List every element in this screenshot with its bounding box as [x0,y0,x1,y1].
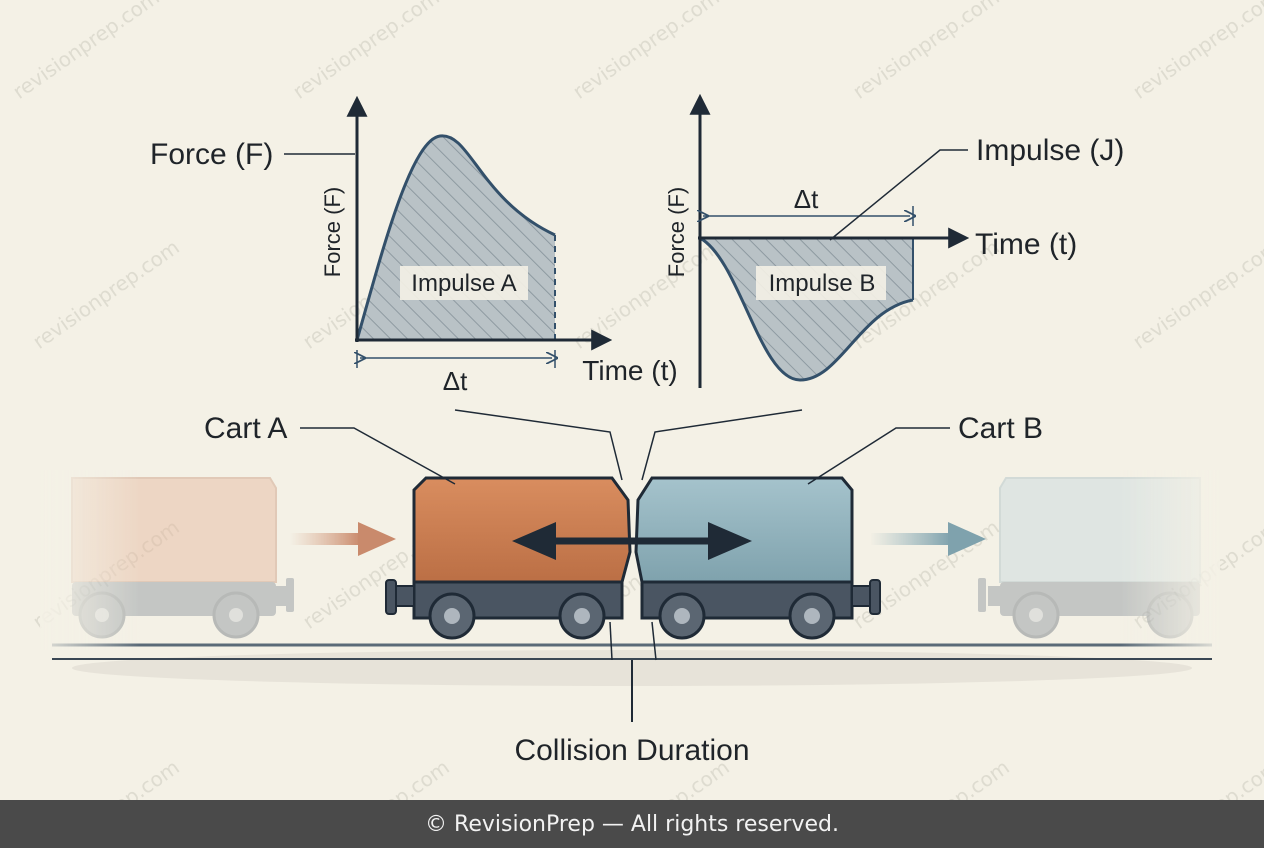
graph-a-impulse-label: Impulse A [411,270,516,297]
motion-arrow-right-a [290,522,396,556]
graph-b-x-axis-label: Time (t) [975,228,1077,261]
graph-a-collision-pointer [454,409,623,481]
cart-a-callout-line [300,427,456,485]
cart-a [385,476,632,640]
cart-a-label: Cart A [204,412,287,445]
graph-a-y-axis-label: Force (F) [320,187,345,277]
graph-b-impulse-callout-label: Impulse (J) [976,134,1124,167]
ghost-cart-b-fade [1120,470,1220,650]
graph-a: Δt Force (F) Time (t) Impulse A Force (F… [150,95,678,396]
graph-b: Δt Force (F) Time (t) Impulse B Impulse … [664,93,1124,388]
watermark-text: revisionprep.com [848,515,1003,634]
watermark-text: revisionprep.com [848,0,1003,104]
graph-b-impulse-area [700,238,913,380]
cart-b [634,476,881,640]
graph-b-y-axis-label: Force (F) [664,187,689,277]
graph-b-area-label-bg [756,266,886,300]
motion-arrow-right-b [870,522,986,556]
cart-b-callout-line [807,427,950,485]
collision-duration-label: Collision Duration [514,734,749,767]
graph-a-force-curve [355,134,556,341]
ghost-cart-a-fade [40,470,140,650]
watermark-text: revisionprep.com [288,0,443,104]
graph-a-force-callout-label: Force (F) [150,138,273,171]
interaction-force-arrow [512,522,752,560]
graph-a-x-axis-label: Time (t) [582,355,677,386]
watermark-text: revisionprep.com [28,235,183,354]
watermark-text: revisionprep.com [8,0,163,104]
graph-b-collision-pointer [641,409,803,481]
graph-b-impulse-label: Impulse B [769,270,876,297]
graph-a-area-label-bg [400,266,528,300]
cart-b-label: Cart B [958,412,1043,445]
watermark-text: revisionprep.com [568,0,723,104]
graph-a-duration-label: Δt [443,366,468,396]
graph-b-force-curve [699,236,914,382]
watermark-text: revisionprep.com [1128,0,1264,104]
copyright-footer: © RevisionPrep — All rights reserved. [0,800,1264,848]
collision-duration-marker [609,621,657,722]
watermark-text: revisionprep.com [1128,235,1264,354]
graph-b-duration-label: Δt [794,184,819,214]
graph-b-impulse-callout-line [829,149,968,241]
watermark-layer: revisionprep.com revisionprep.com revision… [8,0,1264,848]
